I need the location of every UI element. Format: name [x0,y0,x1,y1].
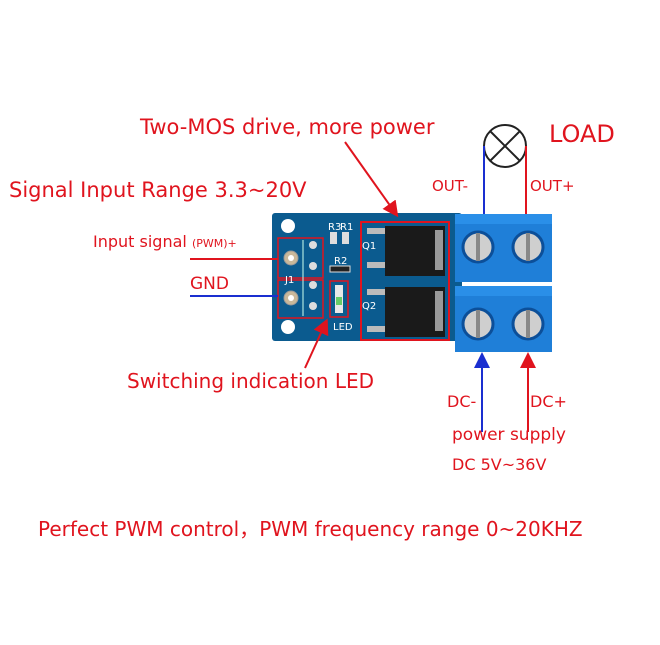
input-signal-label: Input signal (PWM)+ [93,234,237,250]
power-supply-label: power supply [452,425,566,445]
silk-q2: Q2 [362,301,376,312]
led-arrow [304,318,329,369]
silk-r3: R3 [328,222,341,233]
out-minus-label: OUT- [432,177,468,195]
gnd-label: GND [190,274,229,294]
mos-drive-label: Two-MOS drive, more power [140,115,435,139]
out-plus-label: OUT+ [530,177,575,195]
led-label: Switching indication LED [127,369,374,393]
pwm-plus-value: (PWM)+ [191,237,237,250]
led-highlight [329,280,349,318]
silk-r2: R2 [334,256,347,267]
signal-range-label: Signal Input Range 3.3~20V [9,178,307,202]
input-signal-text: Input signal [93,232,187,251]
dc-range-label: DC 5V~36V [452,455,547,474]
pwm-plus-text: (PWM)+ [192,237,237,250]
footer-caption: Perfect PWM control，PWM frequency range … [38,517,583,541]
silk-r1: R1 [340,222,353,233]
output-terminal [455,214,552,282]
load-label: LOAD [549,120,615,148]
silk-j1: J1 [284,275,294,286]
pcb-board: R3 R1 R2 Q1 Q2 J1 LED [272,213,462,341]
silk-q1: Q1 [362,241,376,252]
mosfet-highlight [360,221,450,341]
mos-arrow [344,141,399,218]
load-lamp-icon [483,124,527,168]
power-terminal [455,286,552,352]
dc-minus-label: DC- [447,392,477,411]
silk-led: LED [333,322,353,333]
dc-plus-label: DC+ [530,392,567,411]
gnd-highlight [277,279,324,319]
